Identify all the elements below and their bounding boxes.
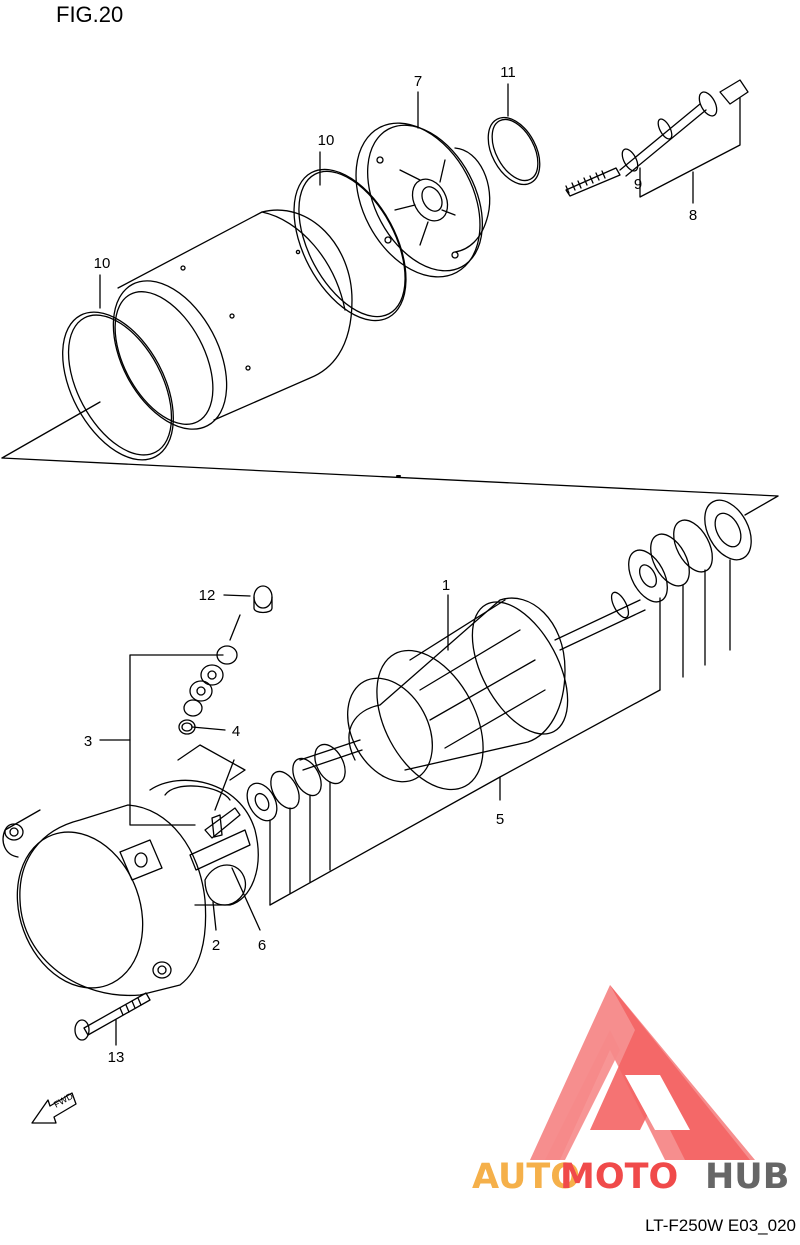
o-ring-small xyxy=(478,109,551,193)
leader-lines-five xyxy=(270,560,730,905)
o-ring-left xyxy=(40,294,196,478)
figure-title: FIG.20 xyxy=(56,2,124,27)
watermark-wordmark: AUTO MOTO HUB xyxy=(472,1157,789,1197)
o-ring-right xyxy=(271,151,429,339)
drawing-code: LT-F250W E03_020 xyxy=(645,1216,796,1235)
watermark-logo xyxy=(530,985,755,1160)
watermark-word-auto: AUTO xyxy=(472,1157,580,1197)
bracket-three xyxy=(100,655,245,825)
mounting-bolt xyxy=(75,993,150,1045)
watermark-word-hub: HUB xyxy=(705,1157,789,1197)
commutator-end-housing xyxy=(0,780,258,1005)
callout-12: 12 xyxy=(199,587,216,604)
callout-3: 3 xyxy=(84,733,92,750)
through-bolt-set xyxy=(566,80,748,196)
fwd-arrow-icon: FWD xyxy=(32,1091,76,1123)
watermark-word-moto: MOTO xyxy=(560,1157,678,1197)
armature xyxy=(300,587,645,808)
leader-lines-lower xyxy=(192,595,260,930)
callout-13: 13 xyxy=(108,1049,125,1066)
callout-7: 7 xyxy=(414,73,422,90)
washers-right xyxy=(621,492,761,608)
callout-1: 1 xyxy=(442,577,450,594)
callout-10-right: 10 xyxy=(318,132,335,149)
callout-6: 6 xyxy=(258,937,266,954)
callout-8: 8 xyxy=(689,207,697,224)
callout-4: 4 xyxy=(232,723,240,740)
callout-2: 2 xyxy=(212,937,220,954)
end-cover xyxy=(331,102,506,298)
guide-line-middle xyxy=(2,458,778,496)
callout-5: 5 xyxy=(496,811,504,828)
callout-10-left: 10 xyxy=(94,255,111,272)
guide-line-right xyxy=(745,496,778,515)
washers-left xyxy=(241,739,351,825)
callout-9: 9 xyxy=(634,176,642,193)
guide-line-upper xyxy=(2,402,100,458)
callout-labels: 1 2 3 4 5 6 7 8 9 10 10 11 12 13 xyxy=(84,64,697,1066)
callout-11: 11 xyxy=(500,64,516,81)
leader-lines-upper xyxy=(100,84,740,308)
terminal-set xyxy=(179,586,272,837)
